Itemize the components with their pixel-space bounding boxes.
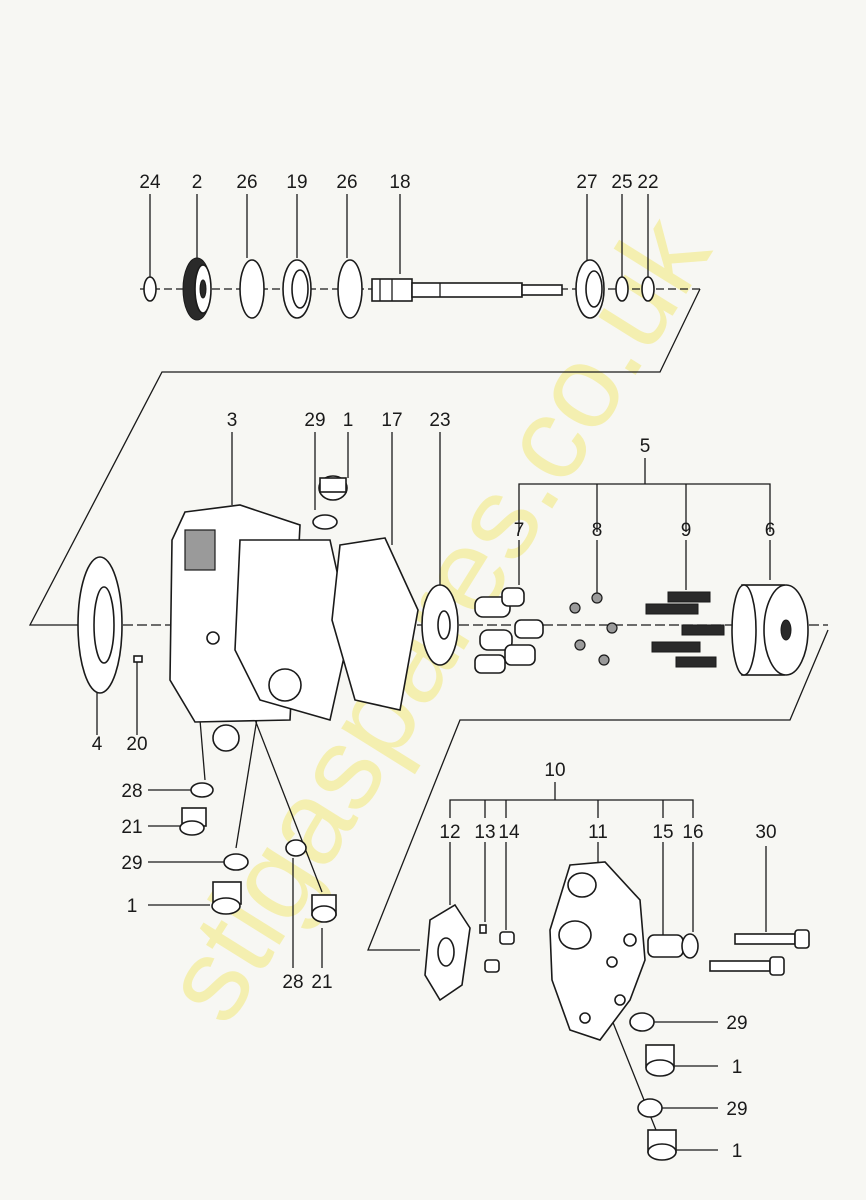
bearing-27 — [575, 259, 605, 319]
label-10: 10 — [544, 760, 565, 781]
part-number-labels: 24 2 26 19 26 18 27 25 22 3 29 1 17 23 5… — [92, 172, 777, 1162]
snap-ring-26b — [337, 259, 363, 319]
label-9: 9 — [681, 520, 692, 541]
label-23: 23 — [429, 410, 450, 431]
label-29a: 29 — [304, 410, 325, 431]
label-26b: 26 — [336, 172, 357, 193]
label-29b: 29 — [121, 853, 142, 874]
label-28a: 28 — [121, 781, 142, 802]
label-28b: 28 — [282, 972, 303, 993]
o-ring-28a — [190, 782, 214, 798]
plug-1b — [211, 881, 242, 915]
label-25: 25 — [611, 172, 632, 193]
label-17: 17 — [381, 410, 402, 431]
cylinder-block-6 — [731, 584, 809, 676]
label-15: 15 — [652, 822, 673, 843]
plug-21b — [311, 894, 337, 923]
label-1c: 1 — [732, 1057, 743, 1078]
label-26a: 26 — [236, 172, 257, 193]
label-4: 4 — [92, 734, 103, 755]
plug-1c — [645, 1044, 675, 1077]
label-6: 6 — [765, 520, 776, 541]
sleeve-15 — [647, 934, 684, 958]
label-1b: 1 — [127, 896, 138, 917]
label-20: 20 — [126, 734, 147, 755]
label-29d: 29 — [726, 1099, 747, 1120]
valve-body-11 — [549, 861, 646, 1041]
label-27: 27 — [576, 172, 597, 193]
label-11: 11 — [588, 822, 608, 843]
label-14: 14 — [498, 822, 520, 843]
label-18: 18 — [389, 172, 410, 193]
bolts-30 — [709, 929, 810, 976]
bushing-14 — [499, 931, 515, 945]
label-8: 8 — [592, 520, 603, 541]
leader-lines — [28, 194, 829, 1151]
plate-12 — [424, 903, 471, 1002]
label-16: 16 — [682, 822, 703, 843]
ring-16 — [681, 933, 699, 959]
label-19: 19 — [286, 172, 307, 193]
o-ring-29b — [223, 853, 249, 871]
label-24: 24 — [139, 172, 161, 193]
pin-20 — [133, 655, 143, 663]
pin-13 — [479, 924, 487, 934]
label-21a: 21 — [121, 817, 142, 838]
lower-left-parts — [179, 782, 337, 923]
plug-1a — [318, 475, 348, 501]
label-1a: 1 — [343, 410, 354, 431]
balls-8 — [569, 592, 618, 666]
bearing-19 — [282, 259, 312, 319]
snap-ring-26a — [239, 259, 265, 319]
pump-housing-assembly — [77, 475, 809, 752]
label-1d: 1 — [732, 1141, 743, 1162]
o-ring-29c — [629, 1012, 655, 1032]
housing-3 — [169, 504, 351, 752]
label-12: 12 — [439, 822, 460, 843]
plug-21a — [179, 807, 207, 836]
ring-25 — [615, 276, 629, 302]
pistons-7 — [474, 587, 544, 674]
label-29c: 29 — [726, 1013, 747, 1034]
ring-22 — [641, 276, 655, 302]
label-3: 3 — [227, 410, 238, 431]
label-30: 30 — [755, 822, 776, 843]
label-13: 13 — [474, 822, 495, 843]
springs-9 — [645, 591, 725, 668]
o-ring-29a — [312, 514, 338, 530]
o-ring-28b — [285, 839, 307, 857]
circlip-24 — [143, 276, 157, 302]
gasket-17 — [331, 537, 419, 711]
label-21b: 21 — [311, 972, 332, 993]
label-5: 5 — [640, 436, 651, 457]
valve-body-assembly — [424, 861, 810, 1161]
shaft-assembly — [143, 257, 655, 321]
label-2: 2 — [192, 172, 203, 193]
o-ring-29d — [637, 1098, 663, 1118]
plug-1d — [647, 1129, 677, 1161]
shaft-18 — [371, 278, 563, 302]
gear-2 — [182, 257, 212, 321]
label-22: 22 — [637, 172, 658, 193]
label-7: 7 — [514, 520, 525, 541]
